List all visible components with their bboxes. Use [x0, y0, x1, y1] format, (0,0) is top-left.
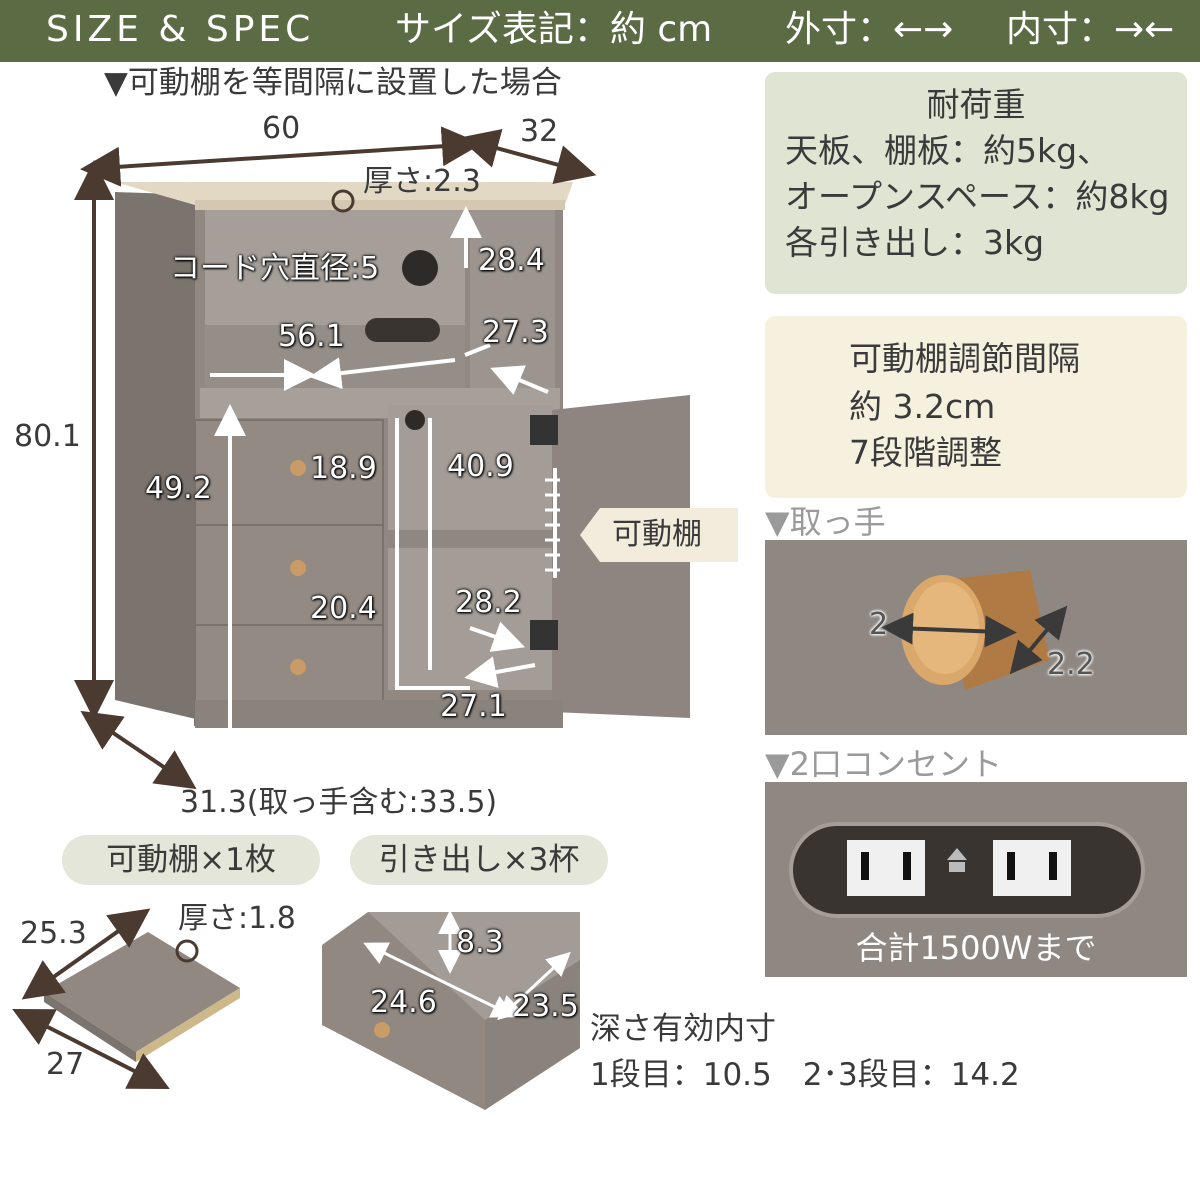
dim-drawer1-height: 18.9	[310, 451, 377, 486]
main-caption: ▼可動棚を等間隔に設置した場合	[104, 65, 562, 101]
dim-drawer-area-height: 49.2	[145, 471, 212, 506]
load-line-3: 各引き出し：3kg	[785, 223, 1045, 262]
outlet-section-label: ▼2口コンセント	[765, 745, 1002, 783]
drawer-depth: 23.5	[512, 989, 579, 1024]
dim-open-depth: 27.3	[482, 315, 549, 350]
header-title: SIZE & SPEC	[46, 9, 315, 50]
outlet-illustration	[789, 822, 1145, 918]
handle-section-label: ▼取っ手	[765, 503, 886, 541]
load-panel-title: 耐荷重	[926, 85, 1026, 124]
inner-depth-values: 1段目：10.5 2･3段目：14.2	[590, 1057, 1020, 1093]
shelf-thickness: 厚さ:1.8	[178, 901, 296, 936]
header-notation: サイズ表記：約 cm	[395, 9, 713, 50]
inner-depth-title: 深さ有効内寸	[590, 1011, 776, 1047]
dim-width: 60	[262, 111, 301, 146]
handle-knob-illustration	[881, 570, 1068, 690]
drawer-height: 8.3	[456, 925, 504, 960]
dim-cord-hole: コード穴直径:5	[170, 251, 380, 286]
adjust-line-1: 可動棚調節間隔	[849, 339, 1080, 378]
dim-cabinet-upper-height: 40.9	[447, 449, 514, 484]
dim-cabinet-width: 27.1	[440, 689, 507, 724]
drawer-width: 24.6	[370, 985, 437, 1020]
header-outer-legend: 外寸：←→	[785, 9, 954, 50]
adjust-line-2: 約 3.2cm	[849, 387, 996, 426]
header-inner-legend: 内寸：→←	[1006, 9, 1175, 50]
dim-open-width: 56.1	[278, 319, 345, 354]
shelf-adjust-panel: 可動棚調節間隔 約 3.2cm 7段階調整	[765, 316, 1187, 498]
drawer-illustration	[322, 910, 580, 1110]
movable-shelf-tag: 可動棚	[612, 517, 702, 552]
dim-cabinet-depth: 28.2	[455, 585, 522, 620]
dim-depth: 32	[520, 114, 559, 149]
dim-bottom-depth: 31.3(取っ手含む:33.5)	[180, 785, 498, 820]
shelf-board-illustration	[12, 908, 240, 1090]
load-line-1: 天板、棚板：約5kg、	[785, 131, 1111, 170]
handle-length: 2.2	[1047, 647, 1095, 682]
outlet-photo: 合計1500Wまで	[765, 782, 1187, 977]
adjust-line-3: 7段階調整	[849, 433, 1002, 472]
load-capacity-panel: 耐荷重 天板、棚板：約5kg、 オープンスペース：約8kg 各引き出し：3kg	[765, 72, 1187, 294]
header-bar: SIZE & SPEC サイズ表記：約 cm 外寸：←→ 内寸：→←	[0, 0, 1200, 62]
handle-photo: 2 2.2	[765, 540, 1187, 735]
shelf-part-title: 可動棚×1枚	[62, 835, 320, 885]
dim-drawer2-height: 20.4	[310, 591, 377, 626]
handle-diameter: 2	[869, 607, 889, 642]
outlet-caption: 合計1500Wまで	[855, 929, 1097, 967]
shelf-width: 27	[46, 1047, 85, 1082]
dim-height: 80.1	[14, 419, 81, 454]
dim-top-thickness: 厚さ:2.3	[363, 164, 481, 199]
drawer-part-title: 引き出し×3杯	[350, 835, 608, 885]
dim-open-height: 28.4	[478, 243, 545, 278]
shelf-depth: 25.3	[20, 916, 87, 951]
load-line-2: オープンスペース：約8kg	[785, 177, 1170, 216]
